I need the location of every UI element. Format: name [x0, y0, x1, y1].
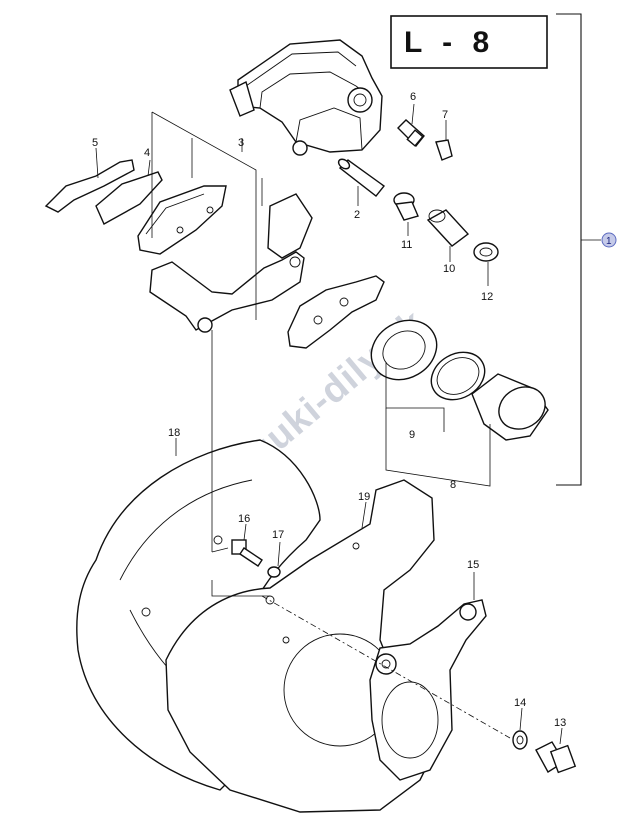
callout-18: 18	[168, 427, 180, 439]
pad-support-bracket[interactable]	[149, 251, 305, 333]
piston-seal[interactable]	[423, 343, 493, 409]
callout-3: 3	[238, 137, 244, 149]
washer[interactable]	[512, 730, 528, 750]
pad-spring[interactable]	[287, 275, 385, 349]
callout-6: 6	[410, 91, 416, 103]
callout-2: 2	[354, 209, 360, 221]
page-label-box: L - 8	[390, 15, 548, 69]
mounting-bolt[interactable]	[535, 741, 577, 774]
callout-7: 7	[442, 109, 448, 121]
callout-10: 10	[443, 263, 455, 275]
callout-8: 8	[450, 479, 456, 491]
dust-cap[interactable]	[473, 242, 499, 262]
callout-4: 4	[144, 147, 150, 159]
group-marker[interactable]: 1	[601, 232, 617, 248]
piston-boot[interactable]	[361, 309, 448, 391]
assembly-lines	[151, 111, 511, 739]
callout-17: 17	[272, 529, 284, 541]
callout-14: 14	[514, 697, 526, 709]
guide-pin[interactable]	[337, 157, 386, 197]
bleeder-cap[interactable]	[435, 139, 453, 161]
bleeder-screw[interactable]	[397, 119, 425, 148]
sleeve-bolt[interactable]	[393, 192, 419, 221]
page-label: L - 8	[404, 26, 495, 59]
caliper-body[interactable]	[229, 39, 383, 156]
caliper-mount-bracket[interactable]	[369, 599, 487, 781]
callout-11: 11	[401, 239, 412, 251]
callouts: 6 7 5 4 3 2 11 10 12 9 8 18 19 16 17 15 …	[92, 91, 566, 745]
pad-anti-squeal-shim[interactable]	[44, 159, 135, 213]
callout-12: 12	[481, 291, 493, 303]
group-bracket	[556, 13, 601, 486]
callout-9: 9	[409, 429, 415, 441]
group-marker-label: 1	[606, 236, 612, 247]
callout-5: 5	[92, 137, 98, 149]
pad-shim-plate[interactable]	[95, 171, 163, 225]
callout-16: 16	[238, 513, 250, 525]
callout-15: 15	[467, 559, 479, 571]
sensor-screw[interactable]	[231, 539, 263, 567]
brake-pad-inner[interactable]	[137, 185, 227, 255]
bushing[interactable]	[426, 209, 470, 247]
callout-19: 19	[358, 491, 370, 503]
piston[interactable]	[471, 373, 553, 441]
plug[interactable]	[267, 566, 281, 578]
brake-pad-outer[interactable]	[267, 193, 313, 259]
callout-13: 13	[554, 717, 566, 729]
dust-cover[interactable]	[165, 479, 441, 813]
